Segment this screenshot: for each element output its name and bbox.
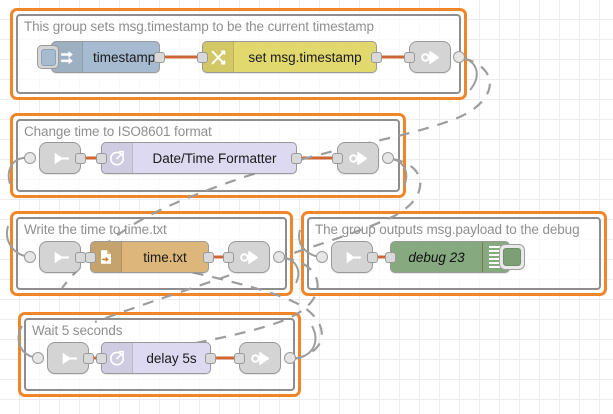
node-file-time-txt[interactable]: time.txt xyxy=(85,241,214,273)
clock-icon xyxy=(102,343,133,373)
input-port[interactable] xyxy=(223,252,234,263)
node-link-in-3[interactable] xyxy=(39,241,86,273)
node-delay-5s[interactable]: delay 5s xyxy=(96,342,216,374)
input-port[interactable] xyxy=(404,52,415,63)
link-endpoint-dot[interactable] xyxy=(316,251,328,263)
node-link-out-3[interactable] xyxy=(223,241,271,273)
link-endpoint-dot[interactable] xyxy=(382,152,394,164)
input-port[interactable] xyxy=(332,153,343,164)
link-endpoint-dot[interactable] xyxy=(24,251,36,263)
node-link-out-1[interactable] xyxy=(404,41,452,73)
node-change-set-timestamp[interactable]: set msg.timestamp xyxy=(197,41,382,73)
node-label-debug: debug 23 xyxy=(408,249,465,265)
link-in-icon xyxy=(48,343,90,373)
link-out-icon xyxy=(240,343,282,373)
group-label-write-file: Write the time to time.txt xyxy=(24,222,167,237)
node-link-out-2[interactable] xyxy=(332,142,380,174)
output-port[interactable] xyxy=(367,252,378,263)
node-inject-timestamp[interactable]: timestamp xyxy=(37,41,165,73)
output-port[interactable] xyxy=(371,52,382,63)
link-out-icon xyxy=(229,242,271,272)
output-port[interactable] xyxy=(205,353,216,364)
output-port[interactable] xyxy=(75,153,86,164)
group-label-timestamp: This group sets msg.timestamp to be the … xyxy=(24,19,374,34)
inject-trigger-button[interactable] xyxy=(37,45,59,69)
output-port[interactable] xyxy=(83,353,94,364)
node-link-in-5[interactable] xyxy=(47,342,94,374)
link-out-icon xyxy=(338,143,380,173)
output-port[interactable] xyxy=(291,153,302,164)
node-label-file: time.txt xyxy=(143,249,187,265)
output-port[interactable] xyxy=(154,52,165,63)
output-port[interactable] xyxy=(203,252,214,263)
input-port[interactable] xyxy=(234,353,245,364)
link-endpoint-dot[interactable] xyxy=(453,51,465,63)
link-out-icon xyxy=(410,42,452,72)
node-label-inject: timestamp xyxy=(93,49,156,65)
link-endpoint-dot[interactable] xyxy=(273,251,285,263)
debug-toggle-face xyxy=(503,248,521,266)
link-endpoint-dot[interactable] xyxy=(32,352,44,364)
node-label-moment: Date/Time Formatter xyxy=(152,150,277,166)
input-port[interactable] xyxy=(385,252,396,263)
input-port[interactable] xyxy=(85,252,96,263)
node-label-delay: delay 5s xyxy=(146,350,197,366)
group-label-iso8601: Change time to ISO8601 format xyxy=(24,124,212,139)
input-port[interactable] xyxy=(96,353,107,364)
node-link-in-2[interactable] xyxy=(39,142,86,174)
group-label-debug: The group outputs msg.payload to the deb… xyxy=(315,222,580,237)
link-endpoint-dot[interactable] xyxy=(284,352,296,364)
input-port[interactable] xyxy=(96,153,107,164)
node-link-in-4[interactable] xyxy=(331,241,378,273)
inject-button-face xyxy=(40,48,56,66)
link-endpoint-dot[interactable] xyxy=(24,152,36,164)
node-moment-formatter[interactable]: Date/Time Formatter xyxy=(96,142,302,174)
node-link-out-5[interactable] xyxy=(234,342,282,374)
node-debug-23[interactable]: debug 23 xyxy=(385,241,525,273)
input-port[interactable] xyxy=(197,52,208,63)
debug-toggle-button[interactable] xyxy=(499,244,525,270)
group-label-delay: Wait 5 seconds xyxy=(32,323,123,338)
node-label-change: set msg.timestamp xyxy=(248,49,362,65)
